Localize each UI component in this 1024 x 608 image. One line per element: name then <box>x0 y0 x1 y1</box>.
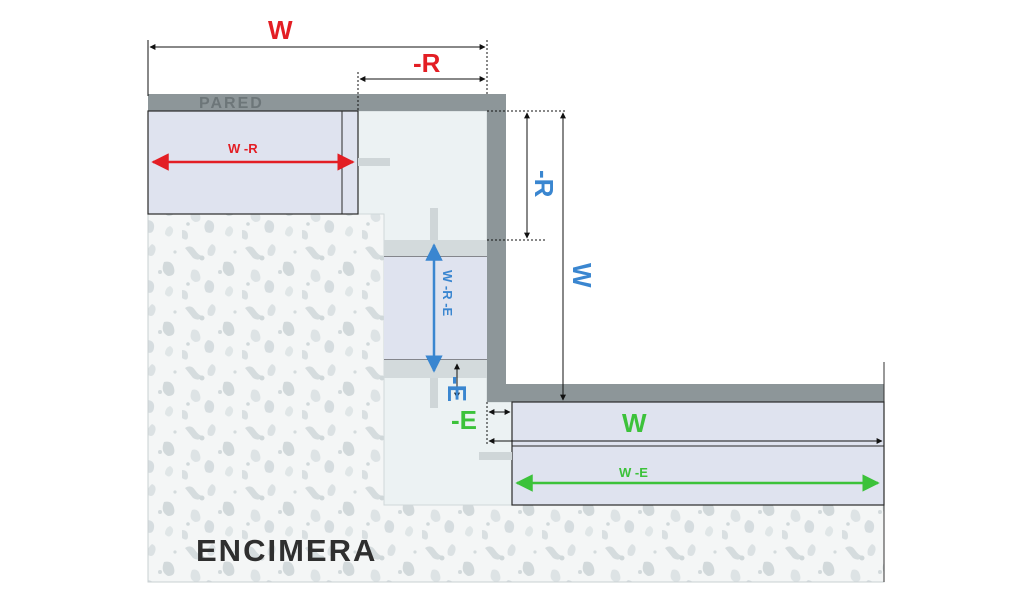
wall-top <box>148 94 506 111</box>
wall-side <box>487 94 506 402</box>
top-return-label: -R <box>413 48 441 78</box>
side-width-label: W <box>567 263 597 288</box>
corner-post-bottom <box>430 378 438 408</box>
corner-post-top <box>430 208 438 240</box>
top-cabinet-filler <box>358 158 390 166</box>
corner-gap-vertical-label: -E <box>442 376 472 402</box>
corner-unit <box>384 240 487 378</box>
corner-gap-horizontal-label: -E <box>451 405 477 435</box>
corner-unit-filler-top <box>384 240 487 256</box>
side-return-label: -R <box>529 170 559 198</box>
bottom-width-label: W <box>622 408 647 438</box>
bottom-cabinet-filler <box>479 452 512 460</box>
countertop-label: ENCIMERA <box>196 533 377 568</box>
bottom-cabinet <box>511 401 885 506</box>
top-width-label: W <box>268 15 293 45</box>
bottom-inner-label: W -E <box>619 465 648 480</box>
wall-label: PARED <box>199 95 264 112</box>
wall-bottom <box>487 384 884 402</box>
top-inner-label: W -R <box>228 141 258 156</box>
corner-unit-label: W -R -E <box>440 270 455 317</box>
